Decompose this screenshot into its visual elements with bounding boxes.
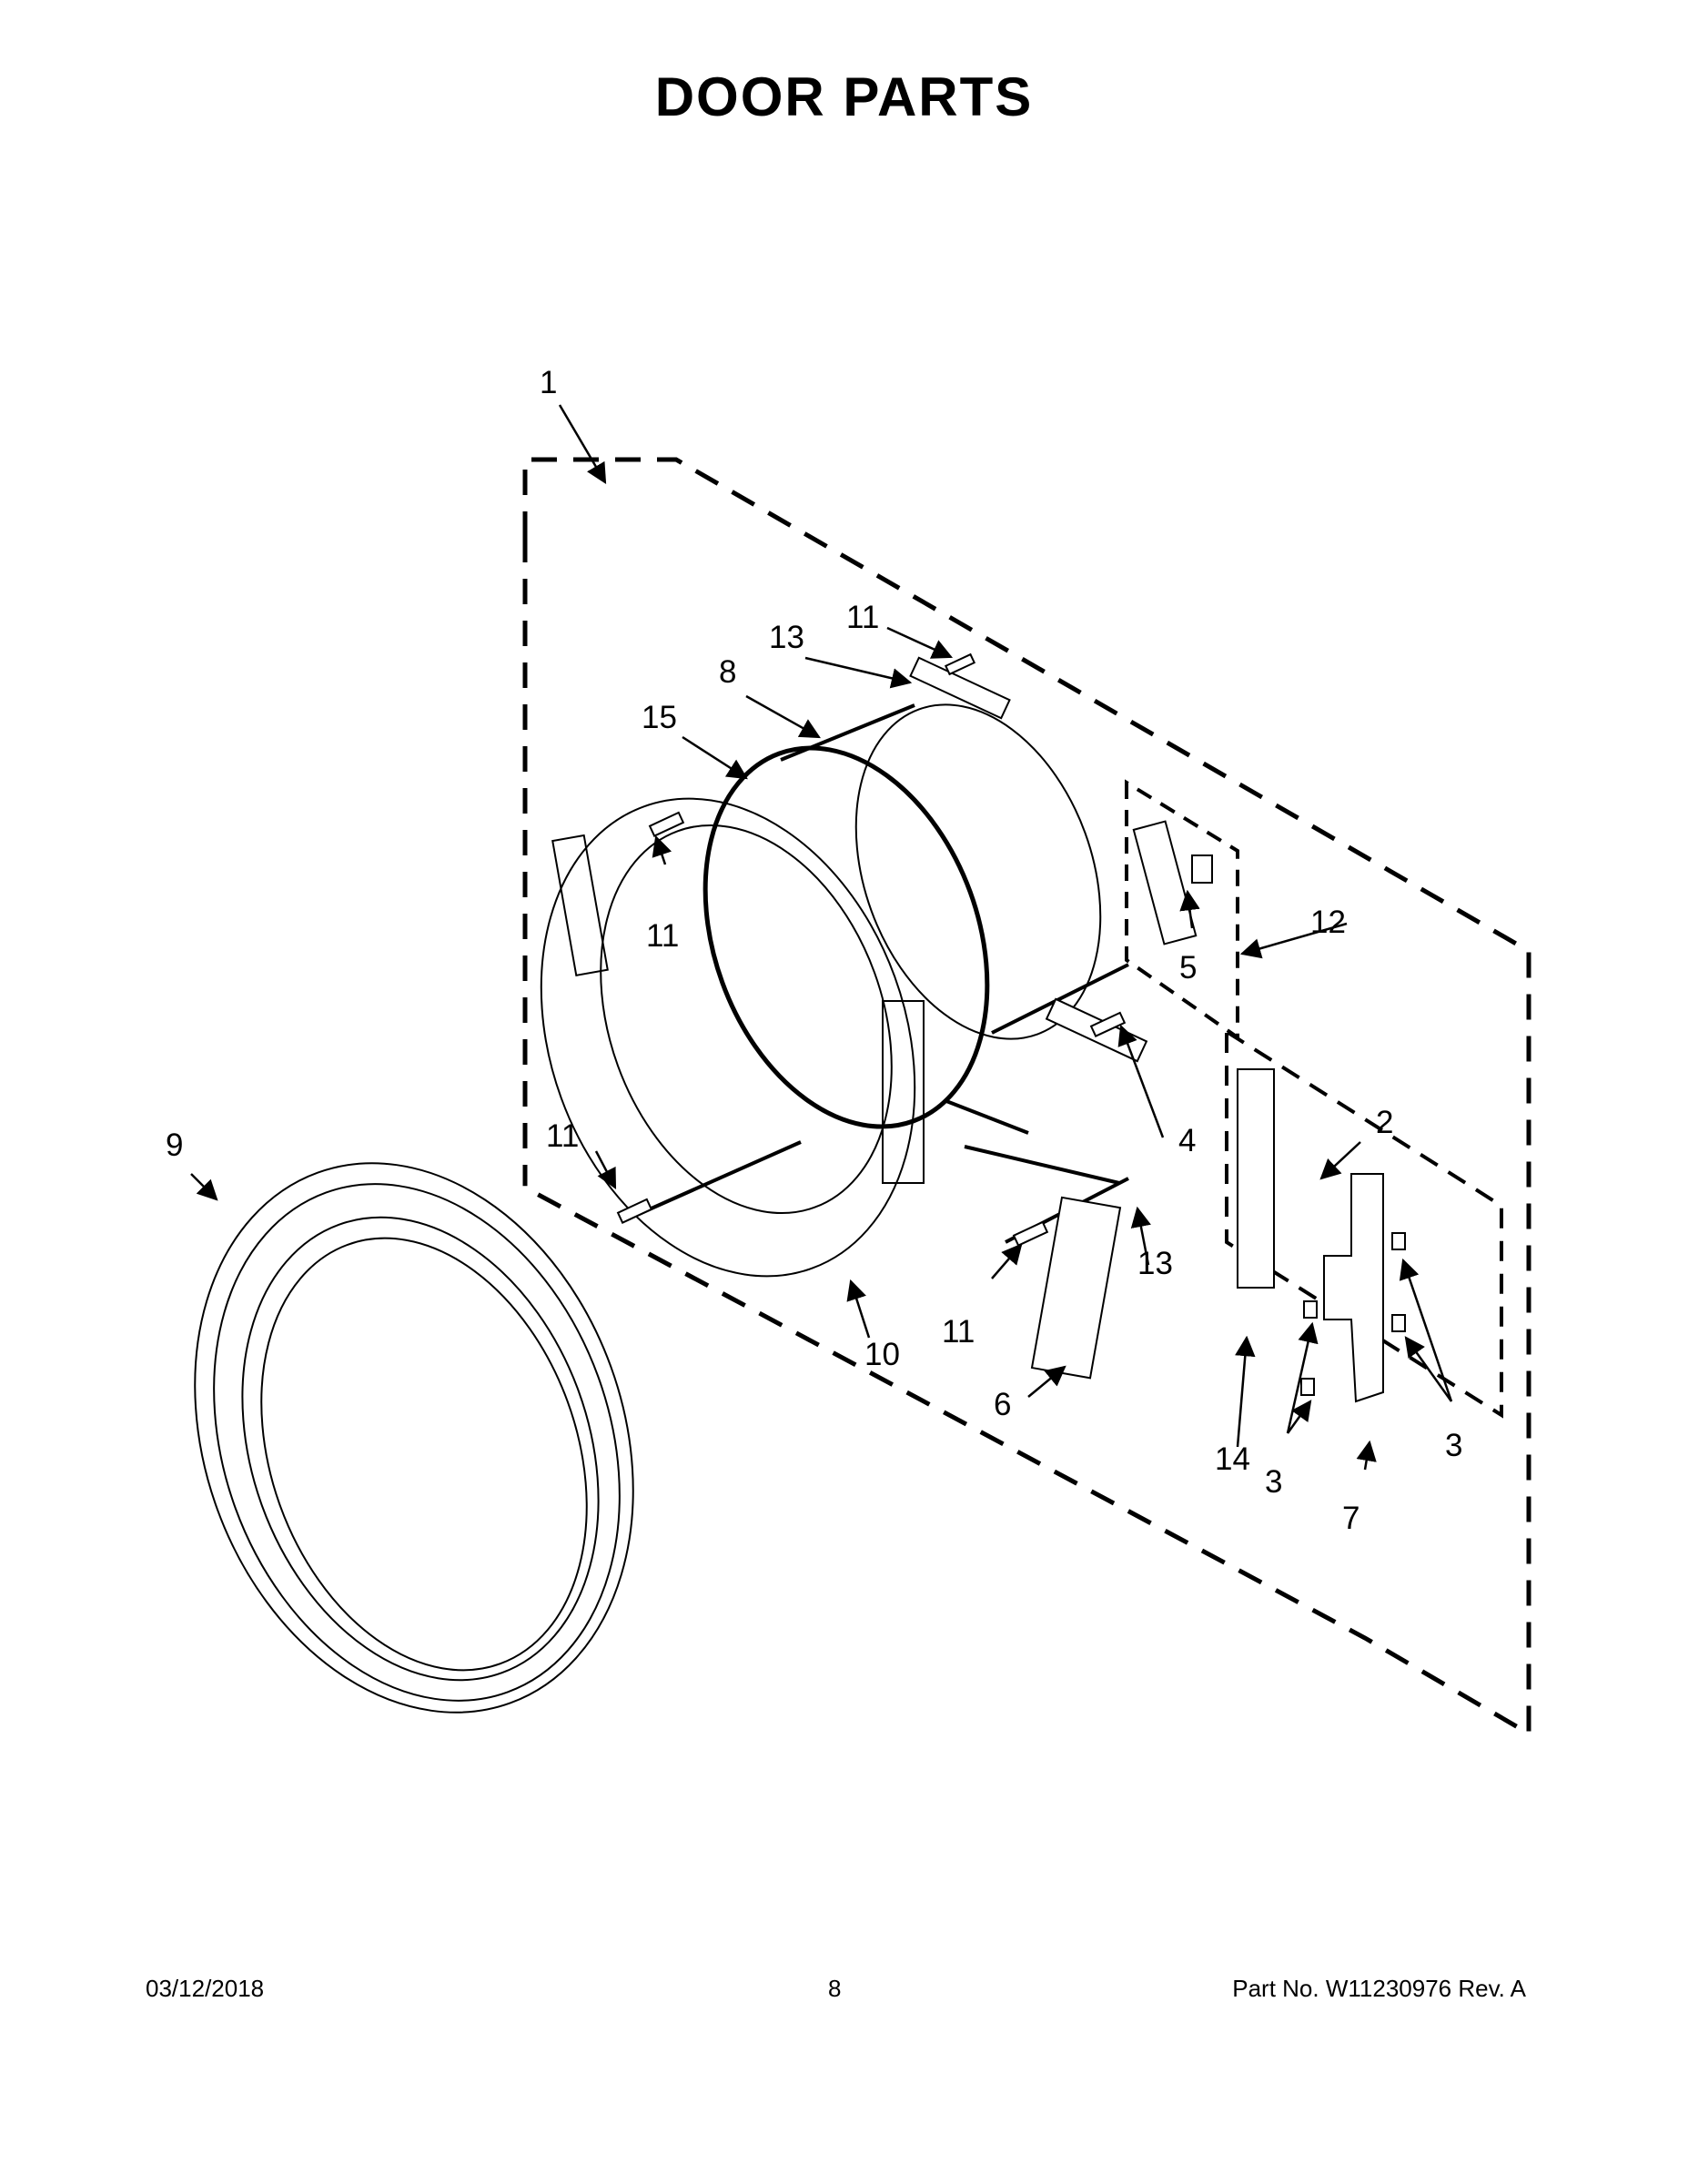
hinge-plate-top — [909, 656, 1011, 720]
callout-11-frame: 11 — [646, 918, 679, 954]
callout-8: 8 — [719, 654, 736, 690]
leader-arrows — [190, 404, 1453, 1471]
door-glass — [854, 703, 1102, 1040]
callout-1: 1 — [540, 365, 557, 400]
callout-6: 6 — [994, 1387, 1011, 1422]
hinge-bracket — [1237, 1068, 1275, 1289]
footer-date: 03/12/2018 — [146, 1975, 265, 2002]
callout-15: 15 — [642, 700, 677, 735]
callout-9: 9 — [166, 1127, 183, 1163]
bushings — [1300, 1232, 1406, 1396]
callout-3-right: 3 — [1445, 1428, 1462, 1463]
page-title: DOOR PARTS — [654, 66, 1034, 127]
callout-11-latch: 11 — [942, 1314, 975, 1350]
door-gasket — [702, 745, 990, 1129]
callout-12: 12 — [1310, 905, 1346, 940]
door-outer-ring — [194, 1162, 634, 1714]
callout-5: 5 — [1179, 950, 1197, 986]
hinge-arm — [1323, 1173, 1384, 1403]
callout-11-top: 11 — [846, 600, 879, 635]
footer-part-number: Part No. W11230976 Rev. A — [1232, 1975, 1526, 2002]
footer-page-number: 8 — [828, 1975, 842, 2002]
door-inner-frame — [540, 797, 925, 1278]
callout-7: 7 — [1342, 1501, 1359, 1536]
latch-cover — [1030, 1196, 1122, 1380]
screws — [616, 652, 1127, 1247]
assembly-boundary — [522, 457, 1531, 1738]
callout-3-left: 3 — [1265, 1464, 1282, 1500]
callout-13-lower: 13 — [1137, 1246, 1173, 1281]
sub-assembly-2-boundary — [1225, 1031, 1503, 1419]
callout-2: 2 — [1376, 1105, 1393, 1140]
callout-13-top: 13 — [769, 620, 804, 655]
callout-10: 10 — [864, 1337, 900, 1372]
strike-bracket — [1132, 820, 1213, 945]
callout-11-left: 11 — [546, 1118, 579, 1154]
callout-14: 14 — [1215, 1441, 1250, 1477]
callout-4: 4 — [1178, 1123, 1196, 1158]
